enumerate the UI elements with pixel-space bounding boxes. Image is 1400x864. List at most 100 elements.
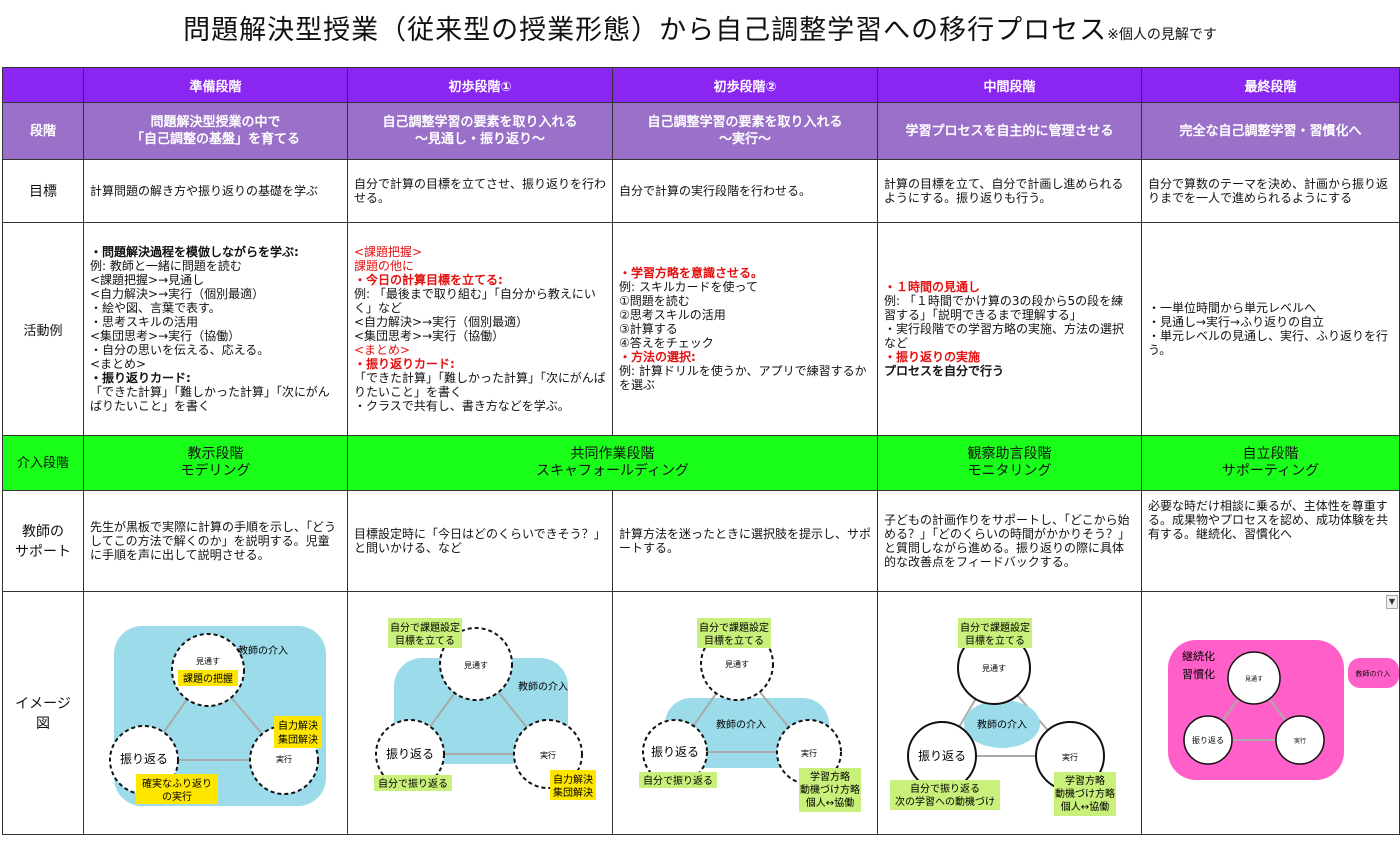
green-text: 目標を立てる [965,634,1025,647]
teacher-zone [964,700,1040,748]
reflect-text: 振り返る [918,749,966,763]
execute-text: 実行 [276,754,292,764]
goal-cell: 自分で算数のテーマを決め、計画から振り返りまでを一人で進められるようにする [1141,159,1400,223]
cycle-diagram-5: 見通す 振り返る 実行 継続化 習慣化 教師の介入 [1168,640,1399,780]
intervene-text: 教師の介入 [1356,669,1391,678]
process-table: 準備段階 初歩段階① 初歩段階② 中間段階 最終段階 段階 問題解決型授業の中で… [2,67,1400,835]
intervention-label: 介入段階 [2,435,84,491]
activity-cell: ・学習方略を意識させる。 例: スキルカードを使って ①問題を読む ②思考スキル… [612,222,878,436]
yellow-note [550,770,596,800]
reflect-text: 振り返る [651,745,699,759]
green-note [1054,772,1116,816]
yellow-note [136,774,218,804]
intervene-text: 教師の介入 [238,644,288,657]
green-note [639,772,717,788]
yellow-text: 確実なふり返り [142,777,212,790]
teacher-bubble [1348,658,1399,688]
green-text: 学習方略 [1065,774,1105,787]
reflect-text: 振り返る [1192,735,1224,745]
green-note [799,768,861,812]
yellow-text: 課題の把握 [183,672,233,685]
plan-text: 見通す [1245,675,1263,683]
plan-node [1227,651,1281,705]
yellow-text: の実行 [162,790,192,803]
green-text: 自分で課題設定 [699,621,769,634]
green-text: 個人↔協働 [806,796,854,809]
header-final: 最終段階 [1141,67,1400,103]
cycle-diagram-3: 見通す 教師の介入 自分で課題設定 目標を立てる 振り返る 自分で振り返る 実行… [639,618,861,812]
stage-label: 段階 [2,102,84,160]
dropdown-arrow-icon[interactable]: ▼ [1386,595,1398,609]
goal-label: 目標 [2,159,84,223]
plan-text: 見通す [982,663,1006,673]
image-cell: 見通す 振り返る 実行 継続化 習慣化 教師の介入 [1141,591,1400,835]
activity-cell: ・１時間の見通し 例: 「１時間でかけ算の3の段から5の段を練習する」「説明でき… [877,222,1142,436]
yellow-text: 自力解決 [278,719,318,732]
activity-cell: ・問題解決過程を模倣しながらを学ぶ: 例: 教師と一緒に問題を読む <課題把握>… [83,222,348,436]
intervene-text: 教師の介入 [716,718,766,731]
page-title: 問題解決型授業（従来型の授業形態）から自己調整学習への移行プロセス※個人の見解で… [183,15,1217,46]
intervene-text: 教師の介入 [977,718,1027,731]
support-label: 教師のサポート [2,490,84,592]
image-row: イメージ図 見通す 課題の把握 教師の介入 振り返る 実行 自力解決 集団解決 [2,591,1400,835]
yellow-note [274,716,322,748]
title-note: ※個人の見解です [1107,27,1217,43]
goal-cell: 計算問題の解き方や振り返りの基礎を学ぶ [83,159,348,223]
cycle-diagram-1: 見通す 課題の把握 教師の介入 振り返る 実行 自力解決 集団解決 確実なふり返… [109,626,326,806]
activity-cell: <課題把握> 課題の他に ・今日の計算目標を立てる: 例: 「最後まで取り組む」… [347,222,613,436]
image-label: イメージ図 [2,591,84,835]
stage-cell: 自己調整学習の要素を取り入れる〜見通し・振り返り〜 [347,102,613,160]
plan-text: 見通す [196,656,220,666]
header-row: 準備段階 初歩段階① 初歩段階② 中間段階 最終段階 [2,67,1400,103]
support-cell: 必要な時だけ相談に乗るが、主体性を尊重する。成果物やプロセスを認め、成功体験を共… [1141,490,1400,592]
green-note [890,780,1000,810]
green-text: 動機づけ方略 [800,783,860,796]
goal-cell: 自分で計算の目標を立てさせ、振り返りを行わせる。 [347,159,613,223]
intervene-text: 教師の介入 [518,680,568,693]
yellow-text: 集団解決 [553,786,593,799]
cycle-diagram-4: 教師の介入 見通す 自分で課題設定 目標を立てる 振り返る 実行 自分で振り返る… [890,618,1116,816]
continuation-text: 継続化 [1182,649,1215,663]
stage-cell: 問題解決型授業の中で「自己調整の基盤」を育てる [83,102,348,160]
intervention-cell: 観察助言段階モニタリング [877,435,1142,491]
activity-row: 活動例 ・問題解決過程を模倣しながらを学ぶ: 例: 教師と一緒に問題を読む <課… [2,222,1400,436]
green-text: 次の学習への動機づけ [895,795,995,808]
reflect-text: 振り返る [120,752,168,766]
image-cell: 教師の介入 見通す 自分で課題設定 目標を立てる 振り返る 実行 自分で振り返る… [877,591,1142,835]
yellow-note [178,670,238,686]
support-cell: 計算方法を迷ったときに選択肢を提示し、サポートする。 [612,490,878,592]
goal-cell: 自分で計算の実行段階を行わせる。 [612,159,878,223]
goal-cell: 計算の目標を立て、自分で計画し進められるようにする。振り返りも行う。 [877,159,1142,223]
habit-text: 習慣化 [1182,667,1215,681]
green-note [697,618,771,648]
execute-text: 実行 [540,750,556,760]
green-note [388,618,462,648]
image-cell: 見通す 教師の介入 自分で課題設定 目標を立てる 振り返る 自分で振り返る 実行… [612,591,878,835]
intervention-cell: 共同作業段階スキャフォールディング [347,435,878,491]
image-cell: 見通す 教師の介入 自分で課題設定 目標を立てる 振り返る 自分で振り返る 実行… [347,591,613,835]
yellow-text: 集団解決 [278,733,318,746]
green-note [958,618,1032,648]
yellow-text: 自力解決 [553,773,593,786]
intervention-cell: 教示段階モデリング [83,435,348,491]
stage-cell: 自己調整学習の要素を取り入れる〜実行〜 [612,102,878,160]
activity-cell: ・一単位時間から単元レベルへ ・見通し→実行→ふり返りの自立 ・単元レベルの見通… [1141,222,1400,436]
green-text: 学習方略 [810,770,850,783]
reflect-text: 振り返る [386,747,434,761]
reflect-node [1183,715,1233,765]
support-row: 教師のサポート 先生が黒板で実際に計算の手順を示し、「どうしてこの方法で解くのか… [2,490,1400,592]
execute-text: 実行 [1294,737,1306,745]
cycle-diagram-2: 見通す 教師の介入 自分で課題設定 目標を立てる 振り返る 自分で振り返る 実行… [374,618,596,800]
stage-cell: 学習プロセスを自主的に管理させる [877,102,1142,160]
header-middle: 中間段階 [877,67,1142,103]
green-text: 目標を立てる [704,634,764,647]
execute-text: 実行 [1062,752,1078,762]
reflect-node [375,719,445,789]
green-text: 自分で振り返る [378,777,448,790]
stage-row: 段階 問題解決型授業の中で「自己調整の基盤」を育てる 自己調整学習の要素を取り入… [2,102,1400,160]
image-cell: 見通す 課題の把握 教師の介入 振り返る 実行 自力解決 集団解決 確実なふり返… [83,591,348,835]
activity-label: 活動例 [2,222,84,436]
support-cell: 子どもの計画作りをサポートし、「どこから始める？」「どのくらいの時間がかかりそう… [877,490,1142,592]
green-note [374,775,452,791]
green-text: 動機づけ方略 [1055,787,1115,800]
